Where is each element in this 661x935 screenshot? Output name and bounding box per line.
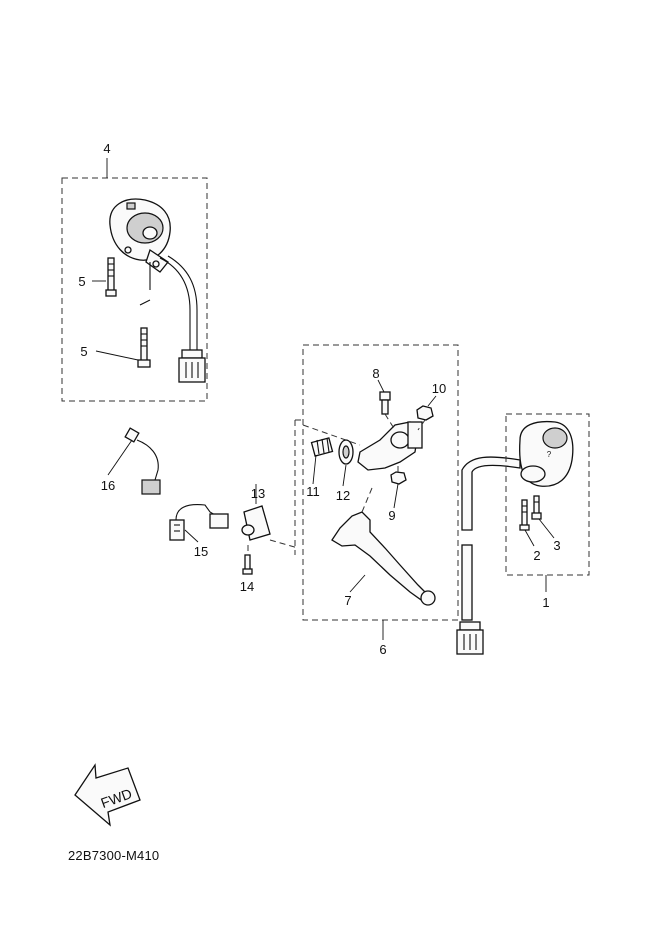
wire-15 (169, 504, 229, 543)
callout-9: 9 (388, 508, 395, 523)
lever-holder (357, 421, 423, 471)
callout-11: 11 (306, 484, 320, 499)
callout-4: 4 (103, 141, 110, 156)
switch-13 (241, 484, 299, 549)
bolt-8 (377, 379, 396, 431)
left-switch-wire (139, 255, 206, 383)
diagram-code: 22B7300-M410 (68, 848, 160, 863)
left-switch-housing (109, 198, 171, 273)
callout-5-lower: 5 (80, 344, 87, 359)
group-1-dashed-box (505, 413, 590, 576)
callout-5-upper: 5 (78, 274, 85, 289)
callout-7: 7 (344, 593, 351, 608)
screw-3 (531, 495, 555, 539)
nut-10 (416, 395, 437, 431)
screw-5-lower (95, 327, 151, 368)
nut-9 (390, 466, 407, 509)
callout-14: 14 (240, 579, 254, 594)
screw-14 (242, 545, 253, 575)
left-switch-group: 4 (61, 141, 208, 402)
locknut-12 (338, 439, 354, 487)
right-switch-housing: ? (519, 420, 574, 487)
lever-group: 6 8 10 11 (294, 344, 459, 657)
screw-2 (519, 499, 535, 547)
callout-3: 3 (553, 538, 560, 553)
adjuster-11 (302, 424, 361, 485)
lever-7 (331, 487, 436, 606)
screw-5-upper (92, 257, 117, 297)
right-switch-group: 1 ? 2 3 (505, 413, 590, 610)
callout-15: 15 (194, 544, 208, 559)
fwd-arrow-icon: FWD (74, 763, 141, 827)
callout-12: 12 (336, 488, 350, 503)
right-handlebar-wire (456, 456, 521, 655)
group-6-dashed-box (302, 344, 459, 621)
group-4-dashed-box (61, 177, 208, 402)
callout-13: 13 (251, 486, 265, 501)
svg-text:?: ? (547, 450, 552, 459)
callout-6: 6 (379, 642, 386, 657)
sensor-16 (107, 427, 161, 495)
callout-8: 8 (372, 366, 379, 381)
callout-10: 10 (432, 381, 446, 396)
callout-2: 2 (533, 548, 540, 563)
callout-16: 16 (101, 478, 115, 493)
callout-1: 1 (542, 595, 549, 610)
